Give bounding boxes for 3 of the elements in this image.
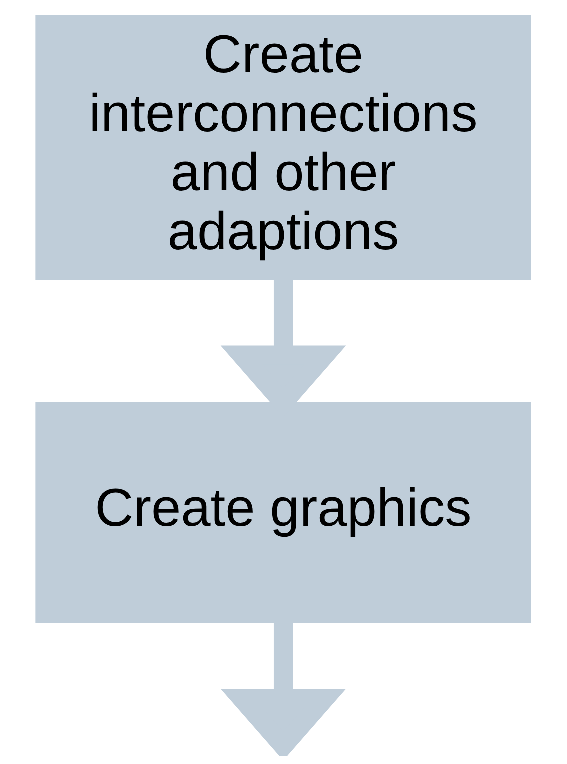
node-box: Create interconnections and other adaptions	[36, 15, 532, 280]
node-box: Create graphics	[36, 402, 532, 624]
arrow	[220, 623, 346, 756]
